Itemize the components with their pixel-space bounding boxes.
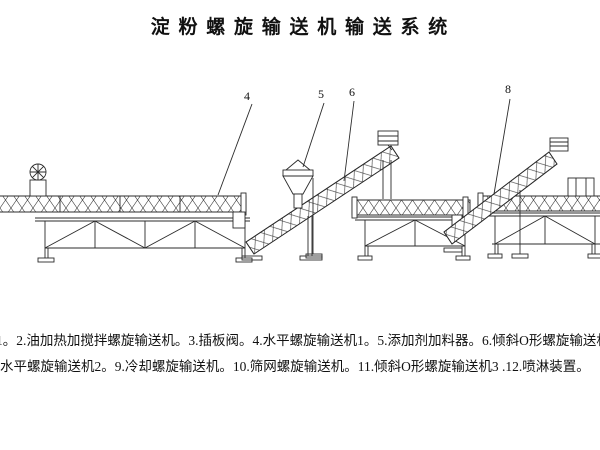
legend-line-1: 1。2.油加热加搅拌螺旋输送机。3.插板阀。4.水平螺旋输送机1。5.添加剂加料… [0,333,600,348]
callout-5: 5 [318,87,324,101]
additive-feeder-hopper [282,159,323,259]
support-truss-1 [35,217,253,263]
callout-4: 4 [244,89,250,103]
legend-caption: 1。2.油加热加搅拌螺旋输送机。3.插板阀。4.水平螺旋输送机1。5.添加剂加料… [0,328,600,380]
callout-8: 8 [505,82,511,96]
spray-device [567,177,595,197]
callout-6: 6 [349,85,355,99]
callout-leader-lines [217,98,511,196]
conveyor-1-drive-unit [29,163,47,197]
conveyor-3-horizontal [351,196,471,230]
conveyor-2-inclined [241,130,400,261]
conveyor-4-inclined [443,137,569,259]
legend-line-2: 水平螺旋输送机2。9.冷却螺旋输送机。10.筛网螺旋输送机。11.倾斜O形螺旋输… [0,359,590,374]
support-truss-3 [482,212,600,259]
conveyor-1-horizontal [0,192,247,229]
drawing-title: 淀 粉 螺 旋 输 送 机 输 送 系 统 [150,17,450,38]
